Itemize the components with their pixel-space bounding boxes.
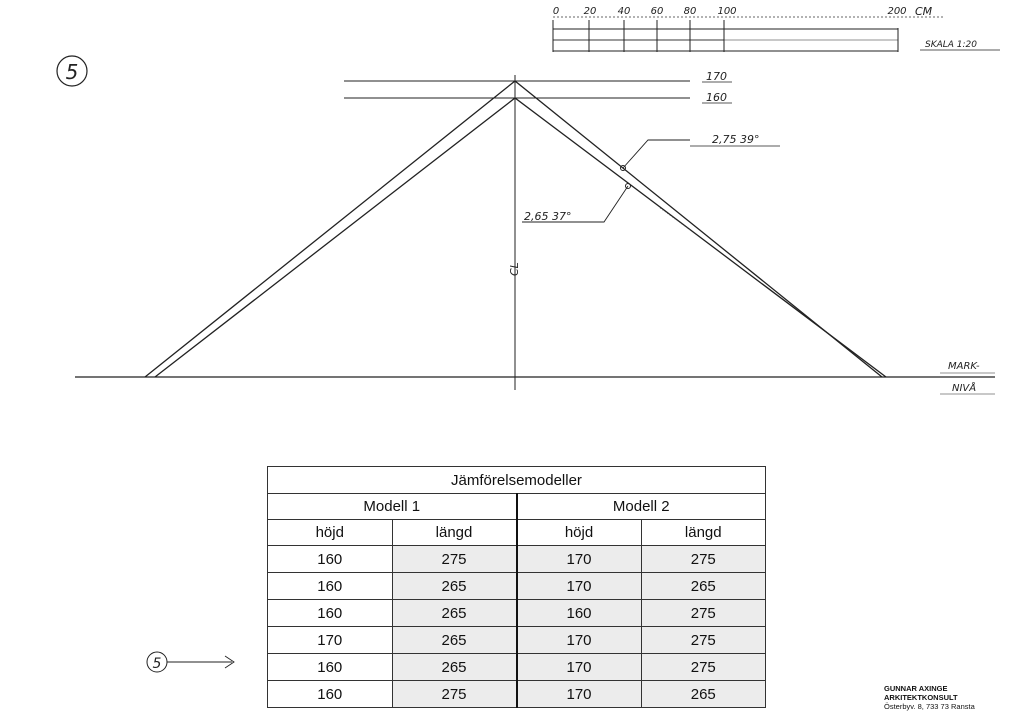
table-cell: 275 xyxy=(640,599,766,627)
height-label-170: 170 xyxy=(706,70,727,83)
ground-label-line1: MARK- xyxy=(948,361,980,372)
ground-line: MARK- NIVÅ xyxy=(75,361,995,395)
table-row: 160 275 170 265 xyxy=(267,680,766,708)
svg-text:5: 5 xyxy=(153,656,162,672)
table-cell: 160 xyxy=(515,599,642,627)
table-cell: 160 xyxy=(267,653,393,681)
svg-text:5: 5 xyxy=(66,60,79,84)
table-cell: 170 xyxy=(515,653,642,681)
table-cell: 265 xyxy=(391,572,517,600)
table-row: 160 265 170 275 xyxy=(267,653,766,681)
scale-tick-0: 0 xyxy=(553,6,559,17)
table-cell: 265 xyxy=(640,572,766,600)
scale-unit: CM xyxy=(915,5,933,18)
inner-member-label: 2,65 37° xyxy=(524,210,572,223)
firm-title: ARKITEKTKONSULT xyxy=(884,693,958,702)
row-marker: 5 xyxy=(146,651,235,673)
table-cell: 160 xyxy=(267,599,393,627)
column-header-langd-2: längd xyxy=(640,519,766,546)
scale-tick-80: 80 xyxy=(684,6,697,17)
sheet-number: 5 xyxy=(56,55,88,87)
height-lines: 170 160 xyxy=(344,70,732,104)
scale-tick-40: 40 xyxy=(618,6,631,17)
height-label-160: 160 xyxy=(706,91,727,104)
centerline-symbol: CL xyxy=(508,262,521,276)
outer-member-label: 2,75 39° xyxy=(712,133,760,146)
comparison-table: Jämförelsemodeller Modell 1 Modell 2 höj… xyxy=(267,466,766,708)
table-cell: 170 xyxy=(515,545,642,573)
column-header-hojd-1: höjd xyxy=(267,519,393,546)
scale-tick-100: 100 xyxy=(717,6,736,17)
table-row: 160 275 170 275 xyxy=(267,545,766,573)
table-cell: 275 xyxy=(640,545,766,573)
table-cell: 275 xyxy=(391,680,517,708)
ground-label-line2: NIVÅ xyxy=(952,381,976,394)
firm-name: GUNNAR AXINGE xyxy=(884,684,948,693)
table-cell: 170 xyxy=(515,680,642,708)
table-cell: 160 xyxy=(267,572,393,600)
table-row: 170 265 170 275 xyxy=(267,626,766,654)
table-cell: 160 xyxy=(267,545,393,573)
scale-caption: SKALA 1:20 xyxy=(925,40,977,50)
firm-stamp: GUNNAR AXINGE ARKITEKTKONSULT Österbyv. … xyxy=(884,684,975,711)
table-caption: Jämförelsemodeller xyxy=(267,466,766,494)
centerline: CL xyxy=(508,75,521,390)
table-cell: 265 xyxy=(391,653,517,681)
group-header-modell-2: Modell 2 xyxy=(515,493,766,520)
table-cell: 160 xyxy=(267,680,393,708)
table-cell: 265 xyxy=(640,680,766,708)
table-cell: 265 xyxy=(391,599,517,627)
firm-address: Österbyv. 8, 733 73 Ransta xyxy=(884,702,975,711)
scale-tick-20: 20 xyxy=(584,6,597,17)
member-annotations: 2,75 39° 2,65 37° xyxy=(522,133,780,223)
table-cell: 170 xyxy=(267,626,393,654)
column-header-langd-1: längd xyxy=(391,519,517,546)
table-cell: 265 xyxy=(391,626,517,654)
table-cell: 170 xyxy=(515,626,642,654)
group-header-modell-1: Modell 1 xyxy=(267,493,517,520)
table-row: 160 265 170 265 xyxy=(267,572,766,600)
table-cell: 170 xyxy=(515,572,642,600)
table-cell: 275 xyxy=(640,626,766,654)
column-header-hojd-2: höjd xyxy=(515,519,642,546)
scale-tick-200: 200 xyxy=(887,6,906,17)
scale-bar: 0 20 40 60 80 100 200 CM SKALA 1:20 xyxy=(552,5,1000,52)
table-row: 160 265 160 275 xyxy=(267,599,766,627)
scale-tick-60: 60 xyxy=(651,6,664,17)
table-cell: 275 xyxy=(391,545,517,573)
table-cell: 275 xyxy=(640,653,766,681)
